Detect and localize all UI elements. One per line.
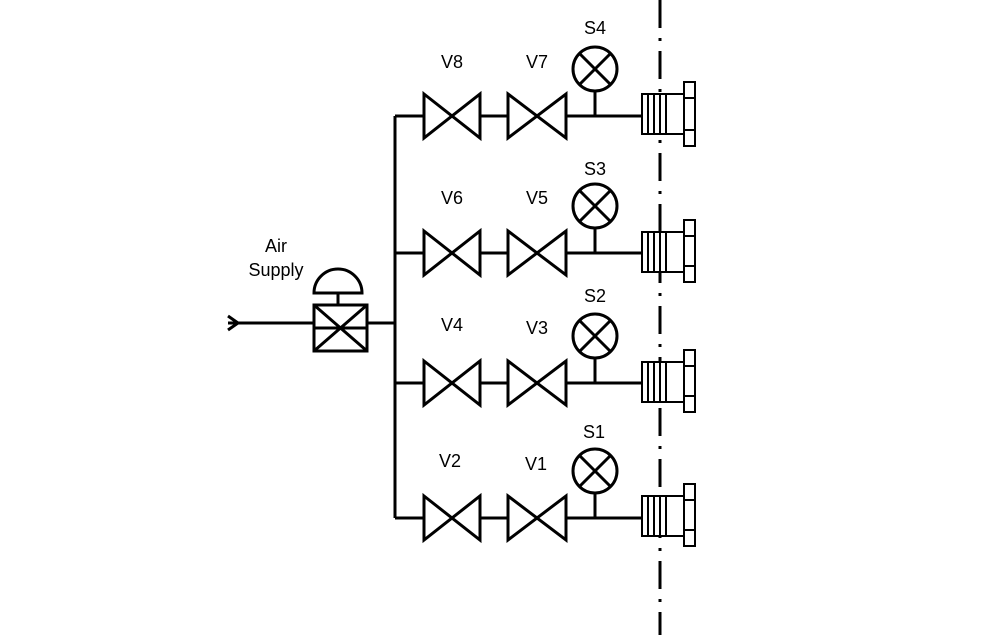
branch-4: V2 V1 S1 (395, 422, 696, 547)
actuator-dome (312, 267, 364, 295)
connector-4 (641, 483, 696, 547)
sensor-s3 (571, 182, 619, 230)
valve-v2-label: V2 (439, 451, 461, 471)
branch-3: V4 V3 S2 (395, 286, 696, 413)
sensor-s4 (571, 45, 619, 93)
valve-v7 (506, 90, 568, 142)
connector-3 (641, 349, 696, 413)
air-inlet (227, 314, 314, 332)
connector-2 (641, 219, 696, 283)
valve-v7-label: V7 (526, 52, 548, 72)
connector-1 (641, 81, 696, 147)
supply-label-line2: Supply (248, 260, 303, 280)
valve-v2 (422, 492, 482, 544)
valve-v6-label: V6 (441, 188, 463, 208)
sensor-s2-label: S2 (584, 286, 606, 306)
air-supply-valve (312, 267, 369, 353)
sensor-s1-label: S1 (583, 422, 605, 442)
valve-v4 (422, 357, 482, 409)
valve-v8 (422, 90, 482, 142)
sensor-s3-label: S3 (584, 159, 606, 179)
branch-2: V6 V5 S3 (395, 159, 696, 283)
valve-v3 (506, 357, 568, 409)
valve-v6 (422, 227, 482, 279)
sensor-s1 (571, 447, 619, 495)
sensor-s2 (571, 312, 619, 360)
valve-v5-label: V5 (526, 188, 548, 208)
valve-v1 (506, 492, 568, 544)
valve-v4-label: V4 (441, 315, 463, 335)
branch-1: V8 V7 S4 (395, 18, 696, 147)
valve-v8-label: V8 (441, 52, 463, 72)
valve-v5 (506, 227, 568, 279)
supply-label-line1: Air (265, 236, 287, 256)
valve-v3-label: V3 (526, 318, 548, 338)
manifold (367, 116, 397, 518)
sensor-s4-label: S4 (584, 18, 606, 38)
valve-v1-label: V1 (525, 454, 547, 474)
